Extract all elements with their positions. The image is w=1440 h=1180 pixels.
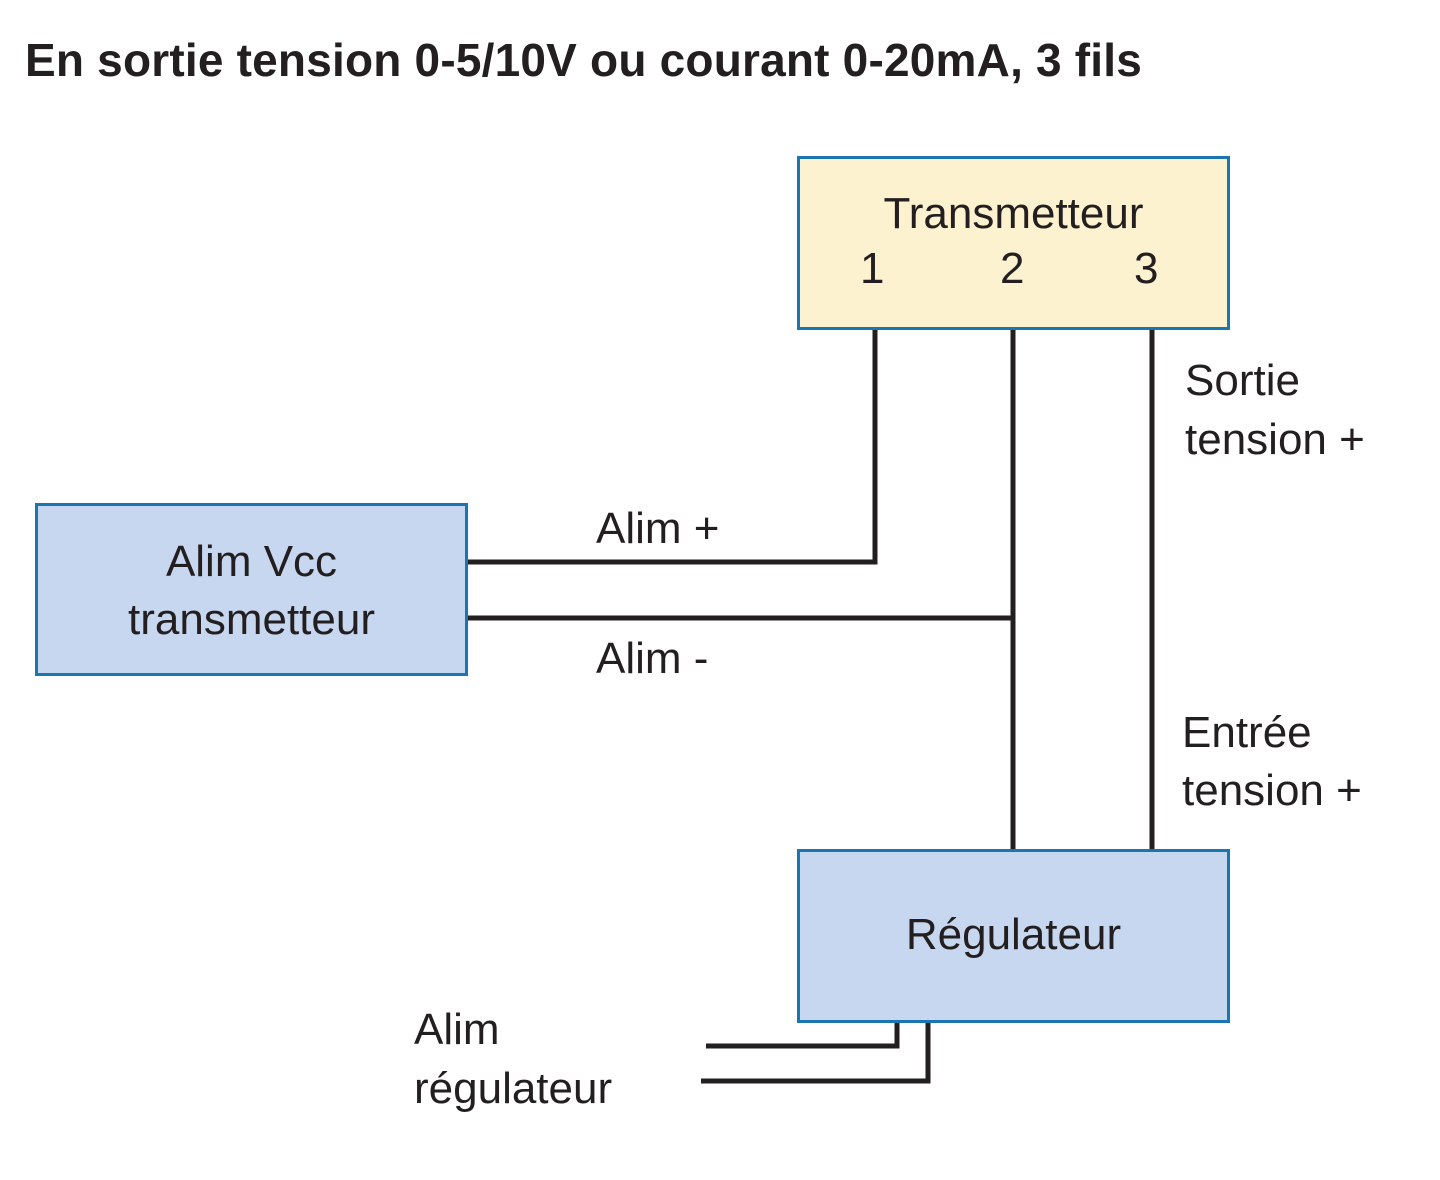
diagram-title: En sortie tension 0-5/10V ou courant 0-2… [25,34,1143,86]
transmetteur-label: Transmetteur [883,189,1144,238]
wire-alim-regulateur-1 [706,1021,900,1049]
regulateur-label: Régulateur [905,910,1122,959]
alim-plus-label: Alim + [596,504,720,553]
alim-vcc-line1: Alim Vcc [165,537,338,586]
transmetteur-box: Transmetteur [797,156,1230,330]
entree-tension-label-line1: Entrée [1182,708,1312,757]
sortie-tension-label-line1: Sortie [1185,356,1300,405]
alim-vcc-box: Alim Vcc transmetteur [35,503,468,676]
pin-3-label: 3 [1134,244,1159,293]
regulateur-box: Régulateur [797,849,1230,1023]
alim-regulateur-label-line1: Alim [414,1005,500,1054]
wire-alim-plus [467,330,878,565]
sortie-tension-label-line2: tension + [1185,415,1365,464]
entree-tension-label-line2: tension + [1182,766,1362,815]
wire-alim-regulateur-2 [701,1021,931,1084]
pin-1-label: 1 [860,244,885,293]
alim-vcc-line2: transmetteur [128,595,375,644]
alim-regulateur-label-line2: régulateur [414,1064,613,1113]
pin-2-label: 2 [1000,244,1025,293]
alim-minus-label: Alim - [596,634,709,683]
